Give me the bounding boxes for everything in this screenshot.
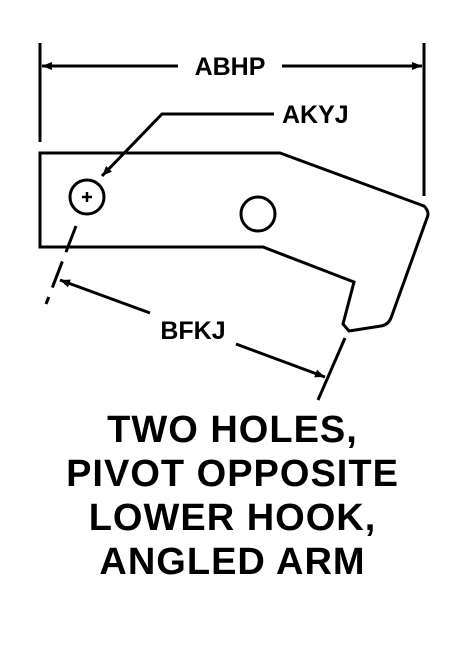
hole-callout-label: AKYJ	[282, 101, 349, 129]
hole-callout-leader	[100, 112, 274, 178]
hole-spacing-extension-right	[316, 337, 347, 401]
caption-line-3: LOWER HOOK,	[88, 497, 377, 539]
hole-spacing-dimension-right	[235, 342, 326, 379]
part-description-caption: TWO HOLES, PIVOT OPPOSITE LOWER HOOK, AN…	[0, 408, 465, 584]
caption-line-1: TWO HOLES,	[107, 409, 358, 451]
caption-line-4: ANGLED ARM	[99, 541, 366, 583]
hole-spacing-dimension-left	[59, 278, 151, 315]
hole-spacing-extension-left	[44, 225, 78, 305]
second-hole	[239, 195, 277, 233]
overall-width-label: ABHP	[195, 53, 266, 81]
part-outline	[38, 151, 430, 333]
pivot-hole	[68, 178, 106, 216]
hole-spacing-label: BFKJ	[160, 317, 225, 345]
caption-line-2: PIVOT OPPOSITE	[66, 453, 399, 495]
